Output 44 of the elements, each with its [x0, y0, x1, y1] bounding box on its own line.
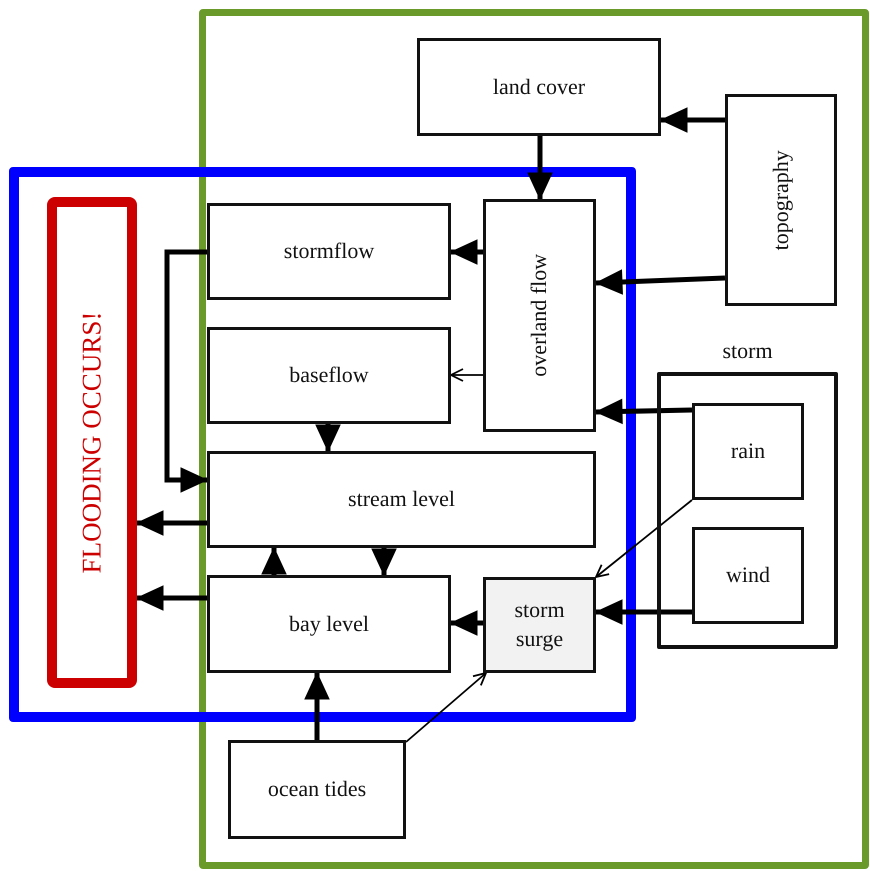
process-box [207, 327, 451, 424]
node-label: topography [766, 150, 794, 250]
arrow [262, 548, 286, 575]
arrow [372, 548, 396, 576]
process-box [207, 575, 451, 673]
arrow [596, 270, 726, 294]
node-label: stormflow [284, 237, 374, 266]
process-box [483, 199, 596, 432]
process-box [692, 403, 804, 500]
process-box [207, 451, 596, 548]
node-label: rain [730, 437, 766, 466]
arrow [316, 424, 340, 452]
process-box [228, 740, 406, 839]
arrow [596, 600, 692, 624]
node-label: FLOODING OCCURS! [75, 312, 108, 574]
node-label: storm surge [513, 596, 566, 653]
arrow [304, 672, 330, 740]
outer-region-frame [199, 9, 869, 869]
alert-box [47, 197, 137, 688]
process-box [207, 203, 451, 300]
process-box [692, 527, 804, 624]
arrow [405, 672, 487, 743]
arrow [136, 586, 207, 610]
arrow [450, 368, 483, 382]
arrow [450, 610, 483, 636]
arrow [528, 136, 552, 200]
arrow [660, 108, 725, 132]
inner-region-frame [9, 167, 636, 722]
node-label: overland flow [525, 254, 552, 377]
arrow [164, 250, 208, 492]
arrow [136, 510, 207, 536]
node-label: wind [726, 561, 770, 590]
node-label: baseflow [289, 361, 369, 390]
arrow [595, 499, 693, 578]
process-box [725, 94, 837, 306]
process-box [483, 577, 596, 673]
arrow [450, 240, 483, 264]
arrow [596, 398, 692, 424]
node-label: stream level [348, 485, 455, 514]
group-heading: storm [722, 338, 773, 364]
node-label: bay level [288, 610, 370, 638]
node-label: land cover [492, 72, 586, 101]
node-label: ocean tides [268, 775, 366, 804]
process-box [417, 38, 661, 136]
